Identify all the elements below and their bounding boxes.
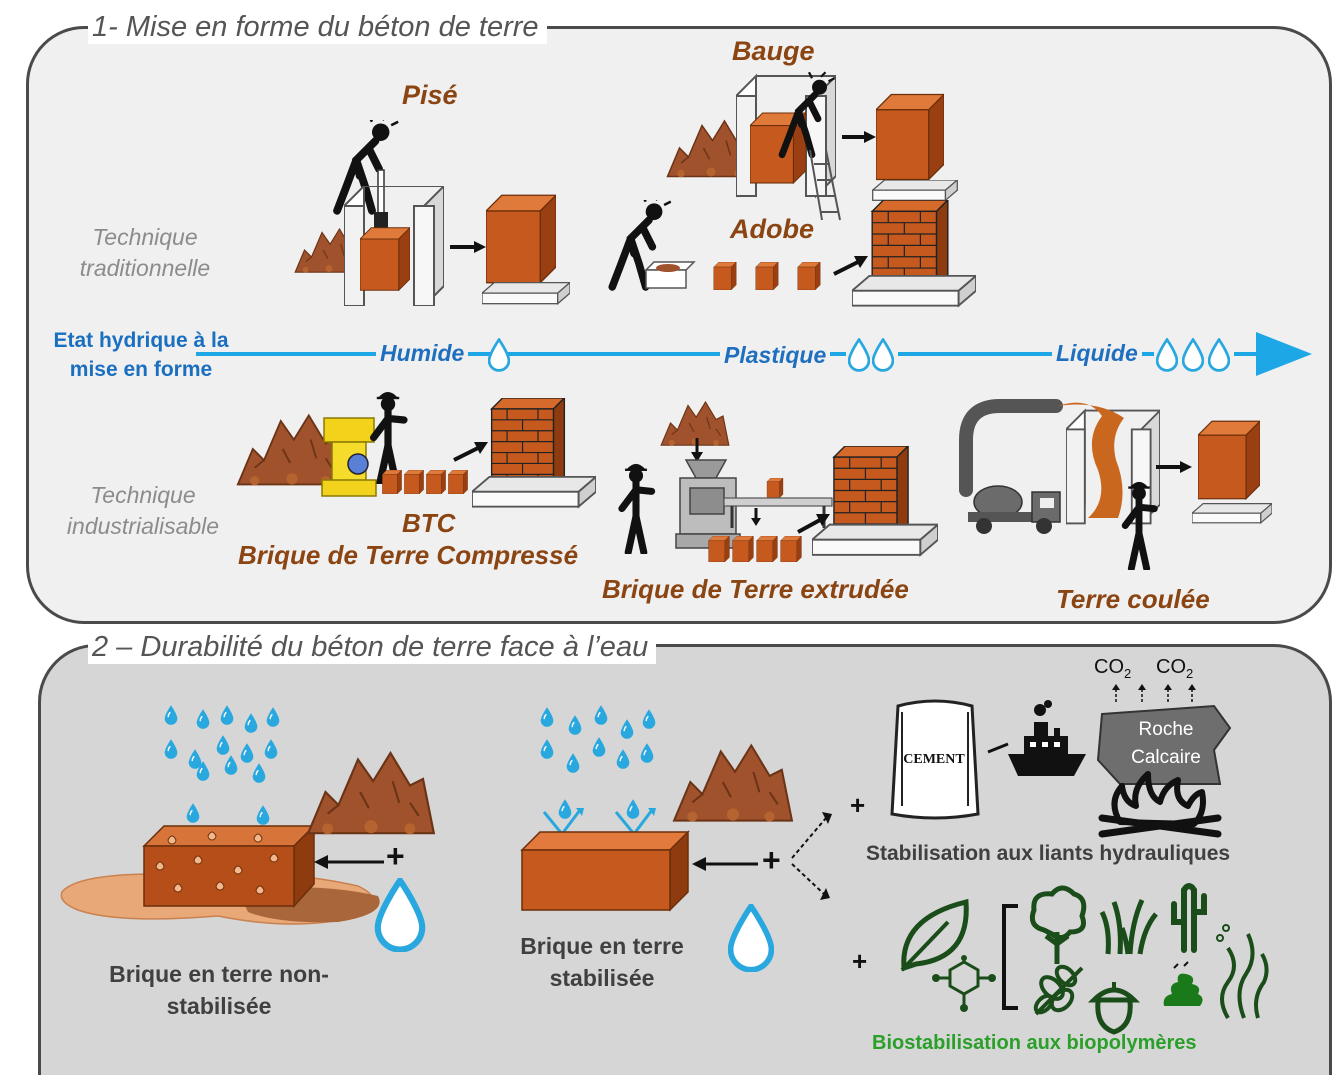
adobe-bricks	[713, 262, 821, 290]
unstabilized-brick	[142, 824, 316, 908]
arrow-extruded	[797, 514, 830, 534]
state-humide: Humide	[376, 340, 469, 367]
fire-icon	[1098, 771, 1222, 838]
herb-icon	[1033, 964, 1084, 1016]
branch-arrows	[791, 812, 832, 900]
drops-liquide-icon	[1154, 338, 1234, 372]
arrow-bauge	[842, 131, 876, 143]
section2-title: 2 – Durabilité du béton de terre face à …	[88, 630, 657, 664]
ship-icon	[1008, 700, 1086, 776]
water-drop-unstabilized-icon	[374, 878, 426, 952]
cactus-icon	[1171, 883, 1207, 953]
label-pise: Pisé	[402, 80, 458, 110]
base-btc	[472, 475, 596, 508]
arrow-left-stabilized	[692, 857, 758, 871]
arrow-left-unstabilized	[314, 855, 384, 869]
label-adobe: Adobe	[730, 214, 814, 244]
label-bauge: Bauge	[732, 36, 815, 66]
state-liquide: Liquide	[1052, 340, 1142, 367]
acorn-icon	[1087, 982, 1141, 1035]
conveyor	[723, 478, 833, 528]
concrete-truck	[959, 399, 1063, 534]
base-extruded	[812, 523, 938, 557]
panel-mise-en-forme	[26, 26, 1332, 624]
plus-hydraulic: +	[850, 790, 866, 820]
label-extruded: Brique de Terre extrudée	[602, 574, 909, 604]
bio-label: Biostabilisation aux biopolymères	[872, 1032, 1197, 1054]
stabilized-label: Brique en terre stabilisée	[520, 933, 684, 991]
base-poured	[1192, 502, 1272, 524]
base-bauge	[872, 180, 958, 201]
co2-sub-2: 2	[1186, 666, 1194, 681]
co2-text-1: CO	[1094, 656, 1124, 678]
cement-label: CEMENT	[903, 752, 965, 767]
co2-label-2: CO2	[1156, 656, 1193, 681]
soil-pile-stabilized	[672, 744, 794, 823]
co2-sub-1: 2	[1124, 666, 1132, 681]
btc-bricks	[382, 470, 468, 494]
state-plastique: Plastique	[720, 342, 831, 369]
axis-label: Etat hydrique à la mise en forme	[53, 329, 229, 381]
adobe-mold	[644, 261, 696, 289]
arrow-pise	[450, 241, 486, 253]
poured-earth	[1058, 402, 1124, 518]
manure-icon	[1163, 961, 1203, 1006]
soil-pile-unstabilized	[306, 751, 436, 836]
limestone-rock	[1096, 704, 1232, 785]
extruded-bricks	[708, 536, 802, 562]
plus-stabilized: +	[762, 842, 781, 878]
result-block-pise	[486, 194, 556, 284]
extruder-machine	[675, 459, 741, 549]
co2-label-1: CO2	[1094, 656, 1131, 681]
co2-text-2: CO	[1156, 656, 1186, 678]
base-adobe	[852, 274, 976, 308]
unstabilized-label: Brique en terre non-stabilisée	[109, 961, 329, 1019]
block-in-mold-pise	[360, 227, 410, 291]
dash-connector	[987, 742, 1009, 754]
arrow-poured	[1156, 461, 1192, 473]
worker-poured	[1110, 478, 1168, 570]
label-btc: BTC	[402, 508, 456, 538]
leaf-icon	[900, 898, 969, 972]
arrow-down-extruded	[691, 438, 703, 462]
seaweed-icon	[1216, 924, 1269, 1020]
label-poured: Terre coulée	[1056, 584, 1210, 614]
row-industrial-label: Technique industrialisable	[66, 482, 220, 539]
arrow-btc	[453, 442, 488, 462]
result-block-bauge	[876, 93, 944, 181]
worker-extruded	[606, 460, 666, 554]
press-machine	[321, 417, 377, 497]
label-btc-full: Brique de Terre Compressé	[238, 540, 579, 570]
rain-drops-unstabilized	[164, 704, 280, 826]
water-drop-stabilized-icon	[728, 904, 774, 972]
drop-humide-icon	[488, 338, 510, 372]
hydraulic-label: Stabilisation aux liants hydrauliques	[866, 842, 1231, 865]
co2-emission-arrows	[1112, 684, 1196, 702]
plus-unstabilized: +	[386, 838, 405, 874]
base-pise	[482, 282, 570, 305]
cement-bag	[890, 699, 980, 820]
tree-icon	[1029, 885, 1087, 964]
molecule-icon	[932, 955, 996, 1012]
limestone-label: Roche Calcaire	[1131, 719, 1201, 768]
result-block-poured	[1198, 420, 1260, 500]
drops-plastique-icon	[846, 338, 898, 372]
stabilized-brick	[520, 830, 690, 912]
row-traditional-label: Technique traditionnelle	[79, 224, 211, 281]
section1-title: 1- Mise en forme du béton de terre	[88, 10, 547, 44]
grass-icon	[1099, 898, 1158, 955]
ladder-bauge	[809, 149, 841, 221]
plus-bio: +	[852, 946, 868, 976]
bracket-icon	[1002, 904, 1018, 1010]
arrow-adobe	[833, 256, 868, 276]
